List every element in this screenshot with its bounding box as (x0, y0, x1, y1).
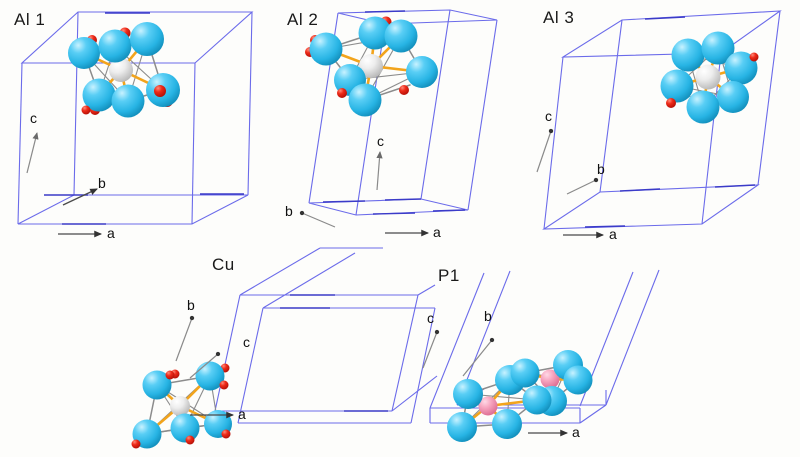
panel-label-al2: Al 2 (287, 10, 319, 29)
axis-label-al2-b: b (285, 203, 293, 219)
oxygen-atoms-front-al1 (81, 85, 166, 115)
axis-label-al3-c: c (545, 108, 552, 124)
unit-cell-cu (214, 247, 438, 424)
aluminium-atoms-p1 (447, 350, 593, 442)
axis-label-p1-b: b (484, 308, 492, 324)
cu-graphics (131, 247, 438, 449)
axis-arrows-al2 (299, 151, 430, 237)
oxygen-atoms-cu-front (131, 370, 231, 449)
panel-al2: Al 2 (265, 0, 535, 250)
al2-graphics (299, 9, 498, 237)
axis-label-al1-c: c (30, 110, 37, 126)
centre-atom-cu (170, 396, 190, 416)
axis-label-al3-a: a (609, 226, 617, 242)
axis-label-cu-a: a (238, 406, 246, 422)
al1-graphics (17, 11, 254, 238)
centre-atom-al2 (359, 54, 383, 78)
axis-arrows-cu (175, 315, 235, 419)
centre-atom-p1-right (540, 369, 560, 389)
centre-atom-al1 (109, 58, 133, 82)
oxygen-atoms-front-al2 (337, 85, 409, 98)
aluminium-atoms-cu (132, 361, 232, 449)
axis-label-al1-b: b (98, 175, 106, 191)
panel-p1: P1 (400, 248, 690, 457)
panel-label-al1: Al 1 (14, 10, 46, 29)
unit-cell-al2 (308, 9, 498, 216)
axis-arrows-al3 (536, 128, 605, 239)
axis-label-cu-c: c (243, 334, 250, 350)
panel-label-p1: P1 (438, 266, 460, 285)
unit-cell-al1 (17, 11, 254, 225)
al3-graphics (536, 10, 782, 239)
axis-arrows-al1 (26, 132, 103, 238)
panel-label-cu: Cu (212, 255, 235, 274)
aluminium-atoms-al1 (68, 22, 180, 118)
axis-label-al2-c: c (377, 133, 384, 149)
centre-atom-p1-left (478, 396, 498, 416)
centre-atom-al3 (695, 64, 721, 90)
p1-graphics (422, 269, 660, 442)
axis-label-al1-a: a (107, 225, 115, 241)
oxygen-atoms-al3 (666, 52, 759, 108)
axis-label-p1-a: a (572, 424, 580, 440)
panel-cu: Cu (130, 247, 438, 457)
aluminium-atoms-al2 (309, 16, 438, 117)
panel-al1: Al 1 (0, 0, 270, 245)
unit-cell-al3 (542, 10, 782, 230)
panel-label-al3: Al 3 (543, 8, 575, 27)
axis-label-p1-c: c (427, 310, 434, 326)
axis-label-cu-b: b (187, 297, 195, 313)
axis-label-al2-a: a (433, 224, 441, 240)
aluminium-atoms-al3 (660, 31, 758, 124)
panel-al3: Al 3 (525, 0, 800, 245)
axis-label-al3-b: b (597, 161, 605, 177)
axis-arrows-p1 (422, 329, 569, 437)
